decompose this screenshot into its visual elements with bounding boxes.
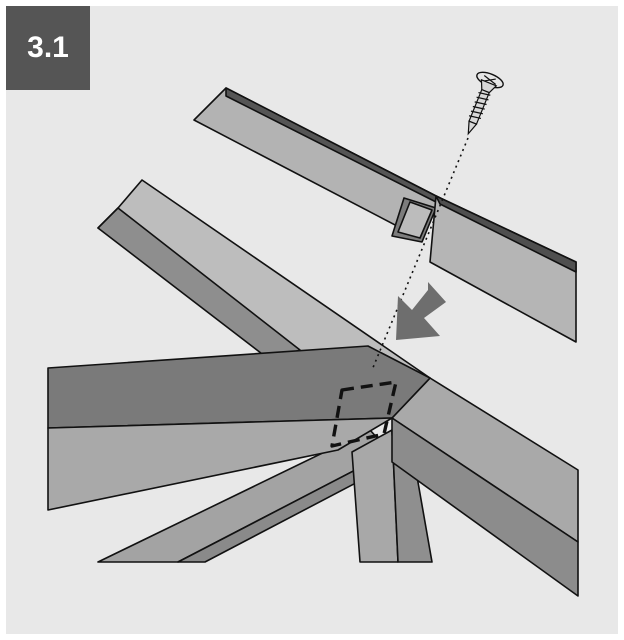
down-left-arrow-icon (396, 282, 446, 340)
top-purlin-right (429, 195, 577, 343)
step-number-badge: 3.1 (6, 6, 90, 90)
main-beam (47, 345, 431, 511)
top-purlin-left (193, 87, 441, 243)
right-rafter (391, 377, 579, 597)
dashed-cutout-outline (330, 380, 398, 448)
screw-icon (467, 71, 504, 136)
